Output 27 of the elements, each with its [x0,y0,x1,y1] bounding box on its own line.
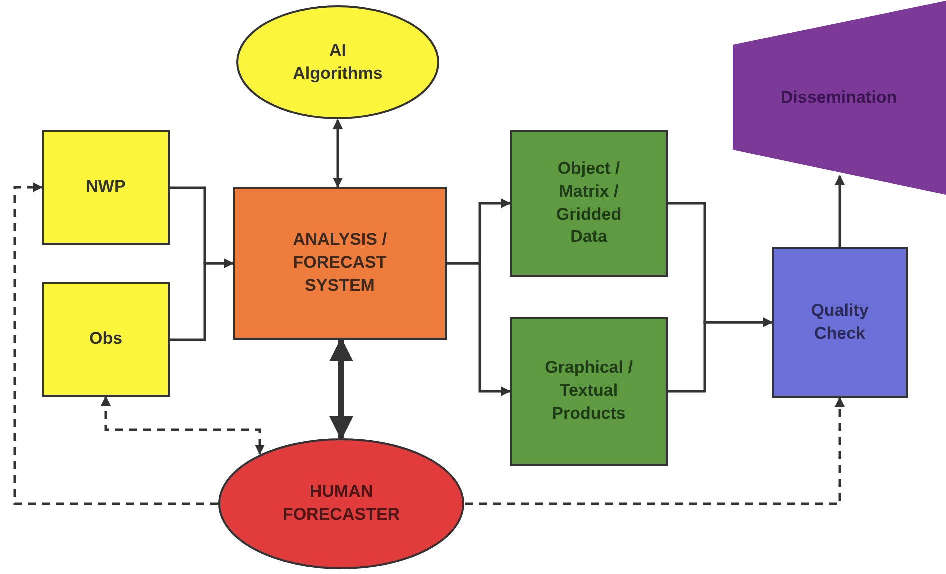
ellipse-node [236,5,440,120]
node-label: AI Algorithms [292,40,384,85]
process-box [233,187,447,340]
process-box [42,282,170,397]
node-label: NWP [86,176,126,198]
arrow [447,262,511,396]
arrow [835,175,845,247]
node-label: Dissemination [780,86,898,109]
node-label: HUMAN FORECASTER [282,481,402,526]
dashed-arrow [465,397,845,506]
node-label: ANALYSIS / FORECAST SYSTEM [292,229,388,297]
arrow [330,338,354,440]
node-label: Graphical / Textual Products [544,357,634,425]
dashed-arrow [14,182,218,506]
process-box [42,130,170,245]
node-label: Object / Matrix / Gridded Data [555,158,623,248]
node-label: Obs [89,328,123,350]
arrow [668,318,773,393]
process-box [510,317,668,466]
process-box [772,247,908,398]
arrow [170,258,234,342]
arrow [333,119,343,188]
trapezoid-node [732,0,946,196]
dashed-arrow [101,396,265,455]
ellipse-node [218,438,465,570]
node-label: Quality Check [810,300,870,344]
process-box [510,130,668,277]
